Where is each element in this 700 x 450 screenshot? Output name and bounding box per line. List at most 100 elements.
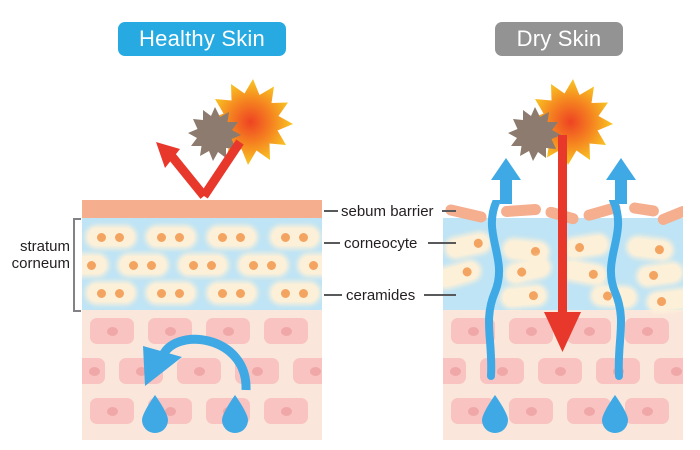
dry-skin-cross-section <box>443 200 683 440</box>
corneocyte <box>88 284 134 302</box>
dermis-cell <box>177 358 221 384</box>
blue-evaporation-path <box>607 200 626 380</box>
blue-evaporation-arrow-icon <box>491 158 521 204</box>
leader-line <box>442 210 456 212</box>
leader-line <box>324 294 342 296</box>
dermis-cell <box>538 358 582 384</box>
corneocyte-dot <box>115 289 124 298</box>
cell-nucleus <box>526 407 537 416</box>
corneocyte-dot <box>281 289 290 298</box>
dermis-cell <box>90 318 134 344</box>
corneocyte-dot <box>528 290 539 301</box>
corneocyte-dot <box>299 233 308 242</box>
corneocyte <box>180 256 226 274</box>
healthy-skin-title-pill: Healthy Skin <box>118 22 286 56</box>
dermis-cell <box>293 358 322 384</box>
pollutant-starburst-icon <box>188 107 241 161</box>
dermis-cell <box>509 318 553 344</box>
corneocyte <box>88 228 134 246</box>
red-deflection-arrow-icon <box>156 139 244 199</box>
cell-nucleus <box>165 407 176 416</box>
red-penetration-arrow-icon <box>558 135 567 201</box>
cell-nucleus <box>584 407 595 416</box>
pollutant-starburst-icon <box>508 107 561 161</box>
cell-nucleus <box>252 367 263 376</box>
cell-nucleus <box>107 327 118 336</box>
cell-nucleus <box>468 327 479 336</box>
corneocyte-dot <box>309 261 318 270</box>
leader-line <box>424 294 456 296</box>
water-droplet-icon <box>142 395 168 433</box>
red-penetration-arrow-icon <box>544 200 581 352</box>
cell-nucleus <box>450 367 461 376</box>
cell-nucleus <box>526 327 537 336</box>
cell-nucleus <box>310 367 321 376</box>
corneocyte <box>272 284 318 302</box>
dermis-cell <box>82 358 105 384</box>
water-droplet-icon <box>482 395 508 433</box>
dermis-cell <box>654 358 683 384</box>
blue-moisture-retention-arrow-icon <box>143 334 251 391</box>
corneocyte-dot <box>281 233 290 242</box>
leader-line <box>324 210 338 212</box>
corneocyte-dot <box>87 261 96 270</box>
corneocyte-dot <box>236 233 245 242</box>
water-droplet-icon <box>222 395 248 433</box>
cell-nucleus <box>107 407 118 416</box>
corneocyte-dot <box>157 289 166 298</box>
corneocyte-dot <box>299 289 308 298</box>
corneocyte-dot <box>461 266 473 278</box>
stratum-corneum-label-line2: corneum <box>11 255 70 272</box>
cell-nucleus <box>194 367 205 376</box>
corneocyte-dot <box>189 261 198 270</box>
corneocyte-dot <box>218 289 227 298</box>
healthy-skin-cross-section <box>82 200 322 440</box>
callout-label-ceramides: ceramides <box>346 287 416 304</box>
corneocyte-dot <box>147 261 156 270</box>
cell-nucleus <box>468 407 479 416</box>
stratum-corneum-layer <box>82 218 322 310</box>
sebum-barrier-layer-intact <box>82 200 322 218</box>
leader-line <box>428 242 456 244</box>
corneocyte-dot <box>207 261 216 270</box>
cell-nucleus <box>165 327 176 336</box>
corneocyte <box>148 284 194 302</box>
leader-line <box>324 242 340 244</box>
dermis-layer <box>82 310 322 440</box>
corneocyte-dot <box>654 244 665 255</box>
bracket-spine <box>73 218 75 312</box>
cell-nucleus <box>89 367 100 376</box>
cell-nucleus <box>281 407 292 416</box>
cell-nucleus <box>223 327 234 336</box>
dermis-cell <box>90 398 134 424</box>
corneocyte-dot <box>129 261 138 270</box>
corneocyte-dot <box>175 233 184 242</box>
corneocyte <box>240 256 286 274</box>
corneocyte-dot <box>115 233 124 242</box>
healthy-environment-icons <box>188 79 293 165</box>
cell-nucleus <box>497 367 508 376</box>
water-droplet-icon <box>602 395 628 433</box>
corneocyte-dot <box>97 289 106 298</box>
stratum-corneum-label: stratum corneum <box>6 238 70 272</box>
corneocyte-dot <box>218 233 227 242</box>
cell-nucleus <box>555 367 566 376</box>
blue-evaporation-arrow-icon <box>606 158 636 204</box>
cell-nucleus <box>584 327 595 336</box>
corneocyte-dot <box>249 261 258 270</box>
corneocyte <box>82 256 106 274</box>
cell-nucleus <box>642 327 653 336</box>
corneocyte-dot <box>648 270 659 281</box>
corneocyte-dot <box>175 289 184 298</box>
dermis-cell <box>264 398 308 424</box>
bracket-top-tick <box>73 218 81 220</box>
corneocyte-dot <box>97 233 106 242</box>
dermis-cell <box>264 318 308 344</box>
corneocyte <box>300 256 322 274</box>
cell-nucleus <box>136 367 147 376</box>
callout-label-corneocyte: corneocyte <box>344 235 418 252</box>
callout-label-sebum-barrier: sebum barrier <box>341 203 434 220</box>
cell-nucleus <box>671 367 682 376</box>
corneocyte-dot <box>267 261 276 270</box>
